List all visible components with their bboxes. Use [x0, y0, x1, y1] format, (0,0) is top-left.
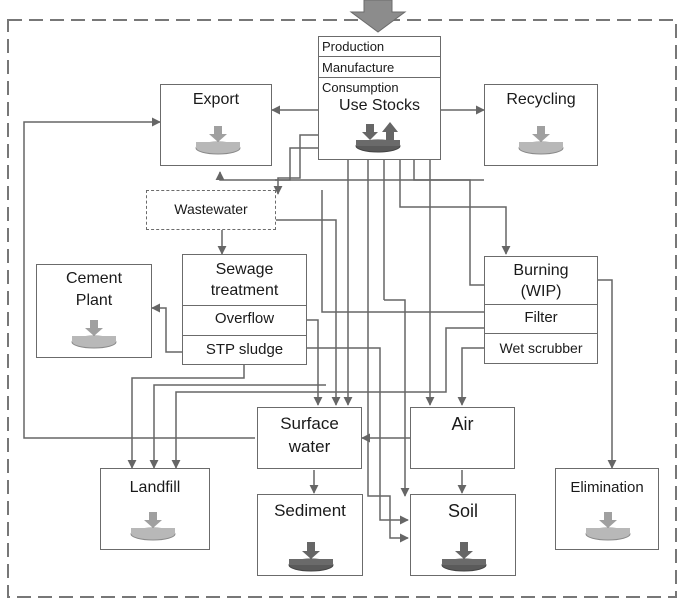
consumption-row: Consumption	[322, 80, 399, 95]
sediment-label: Sediment	[274, 501, 346, 520]
sewage-treatment-label: Sewage treatment	[210, 261, 279, 299]
cement-plant-label: Cement Plant	[65, 270, 123, 309]
wastewater-label: Wastewater	[174, 201, 248, 217]
air-box: Air	[410, 407, 515, 469]
flow-lines	[23, 105, 617, 543]
recycling-stock-icon	[518, 126, 564, 155]
filter-row: Filter	[485, 304, 597, 331]
manufacture-row: Manufacture	[319, 58, 440, 78]
use-stocks-stock-icon	[355, 122, 401, 153]
use-stocks-box: Production Manufacture Consumption Use S…	[318, 36, 441, 160]
landfill-stock-icon	[130, 512, 176, 541]
sediment-stock-icon	[288, 542, 334, 572]
burning-box: Burning (WIP) Filter Wet scrubber	[484, 256, 598, 364]
export-box: Export	[160, 84, 272, 166]
use-stocks-label: Use Stocks	[339, 97, 420, 114]
recycling-box: Recycling	[484, 84, 598, 166]
soil-stock-icon	[441, 542, 487, 572]
elimination-stock-icon	[585, 512, 631, 541]
surface-water-box: Surface water	[257, 407, 362, 469]
soil-label: Soil	[447, 501, 478, 521]
wet-scrubber-row: Wet scrubber	[485, 333, 597, 363]
elimination-box: Elimination	[555, 468, 659, 550]
export-label: Export	[192, 91, 240, 108]
system-boundary	[7, 19, 677, 598]
overflow-row: Overflow	[183, 305, 306, 333]
landfill-label: Landfill	[129, 479, 181, 496]
recycling-label: Recycling	[506, 91, 576, 108]
soil-box: Soil	[410, 494, 516, 576]
air-label: Air	[451, 414, 474, 434]
stp-sludge-row: STP sludge	[183, 335, 306, 364]
cement-stock-icon	[71, 320, 117, 349]
export-stock-icon	[195, 126, 241, 155]
sediment-box: Sediment	[257, 494, 363, 576]
wastewater-box: Wastewater	[146, 190, 276, 230]
landfill-box: Landfill	[100, 468, 210, 550]
elimination-label: Elimination	[570, 479, 644, 496]
burning-label: Burning (WIP)	[513, 262, 569, 300]
production-row: Production	[319, 37, 440, 57]
cement-plant-box: Cement Plant	[36, 264, 152, 358]
sewage-treatment-box: Sewage treatment Overflow STP sludge	[182, 254, 307, 365]
input-arrow-icon	[349, 0, 407, 33]
surface-water-label: Surface water	[280, 414, 339, 456]
